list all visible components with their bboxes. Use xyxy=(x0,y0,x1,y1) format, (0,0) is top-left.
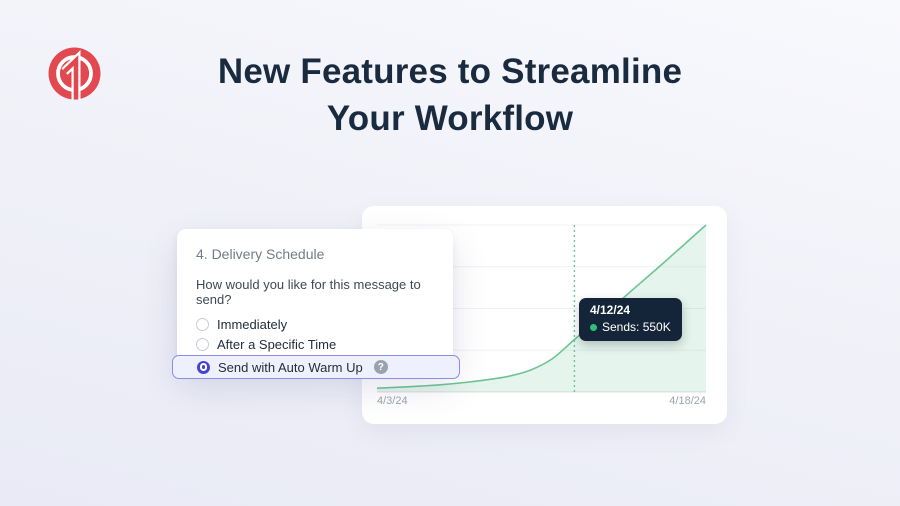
series-dot-icon xyxy=(590,324,597,331)
radio-button[interactable] xyxy=(196,317,209,331)
tooltip-value: Sends: 550K xyxy=(602,320,671,334)
delivery-question: How would you like for this message to s… xyxy=(196,277,421,307)
option-label: Immediately xyxy=(217,316,288,332)
page-title: New Features to Streamline Your Workflow xyxy=(0,48,900,142)
card-title: 4. Delivery Schedule xyxy=(196,246,325,262)
radio-option-auto-warm-up[interactable]: Send with Auto Warm Up ? xyxy=(172,355,460,379)
x-axis-start-label: 4/3/24 xyxy=(377,395,408,407)
radio-button[interactable] xyxy=(196,337,209,351)
radio-button-selected[interactable] xyxy=(197,360,210,374)
option-label: Send with Auto Warm Up xyxy=(218,359,363,375)
option-label: After a Specific Time xyxy=(217,336,337,352)
delivery-schedule-card: 4. Delivery Schedule How would you like … xyxy=(172,229,460,379)
x-axis-end-label: 4/18/24 xyxy=(669,395,706,407)
chart-tooltip: 4/12/24 Sends: 550K xyxy=(579,298,682,341)
help-icon[interactable]: ? xyxy=(373,360,388,374)
page-title-line2: Your Workflow xyxy=(326,99,574,138)
page-title-line1: New Features to Streamline xyxy=(217,52,683,91)
tooltip-date: 4/12/24 xyxy=(590,303,631,317)
radio-option-immediately[interactable]: Immediately xyxy=(177,314,453,334)
brand-logo-icon xyxy=(48,47,101,100)
radio-option-after-specific-time[interactable]: After a Specific Time xyxy=(177,334,453,354)
